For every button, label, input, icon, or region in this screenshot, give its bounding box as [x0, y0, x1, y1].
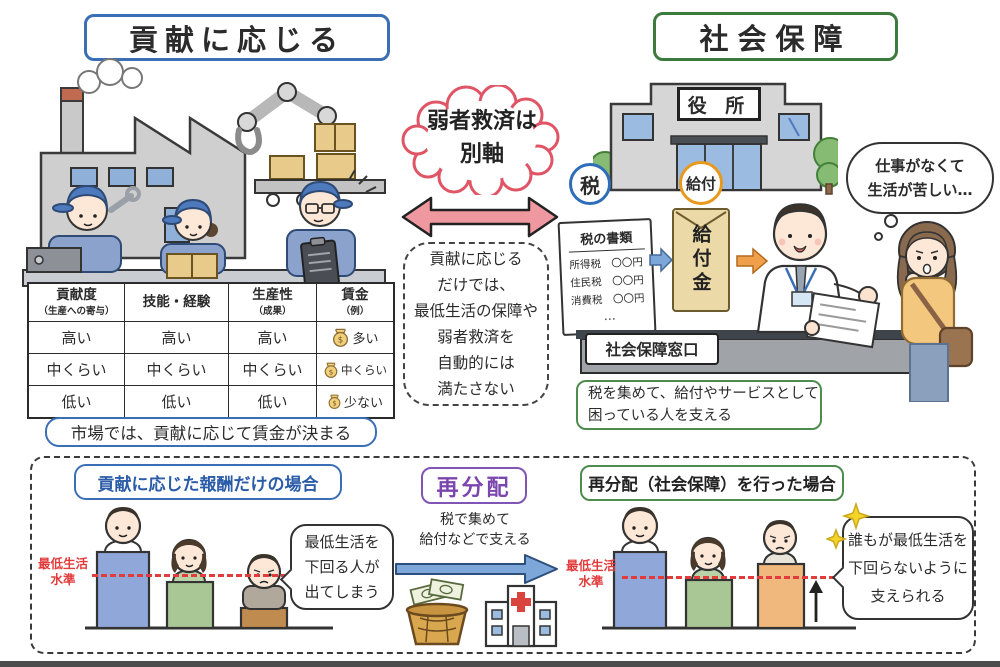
left-title: 貢献に応じる — [128, 22, 345, 57]
min-living-label-left: 最低生活 水準 — [37, 556, 88, 587]
table-header-skill: 技能・経験 — [125, 284, 229, 322]
table-cell: 低い — [125, 386, 229, 417]
counter-top — [576, 330, 946, 339]
thought-bubble-dot — [884, 214, 898, 228]
table-header-wage: 賃金 （例） — [317, 284, 393, 322]
factory-scene-illustration — [22, 58, 386, 289]
table-cell: 中くらい — [125, 354, 229, 386]
market-caption-box: 市場では、貢献に応じて賃金が決まる — [45, 417, 377, 447]
thought-bubble: 仕事がなくて 生活が苦しい… — [846, 142, 994, 214]
min-living-line-right — [622, 576, 844, 579]
svg-text:$: $ — [338, 336, 343, 346]
left-speech-bubble: 最低生活を 下回る人が 出てしまう — [279, 524, 394, 610]
bottom-edge-strip — [0, 661, 1000, 667]
tax-to-benefit-arrow-icon — [649, 247, 674, 273]
tax-badge: 税 — [569, 163, 611, 205]
building-sign: 役 所 — [678, 88, 760, 120]
contribution-table: 貢献度 （生産への寄与） 技能・経験 生産性 （成果） 賃金 （例） 高い 高い… — [27, 282, 395, 419]
cloud-callout — [401, 85, 560, 195]
right-title: 社会保障 — [699, 21, 852, 56]
table-cell: 中くらい — [29, 354, 125, 386]
min-living-label-right: 最低生活 水準 — [565, 558, 616, 589]
bottom-dashed-container — [30, 456, 976, 654]
table-header-productivity: 生産性 （成果） — [229, 284, 317, 322]
left-case-scene-illustration — [85, 507, 333, 630]
table-cell: 高い — [29, 322, 125, 354]
table-cell: 低い — [29, 386, 125, 417]
money-bag-icon: $ — [324, 362, 338, 378]
benefit-envelope: 給付金 — [672, 208, 730, 312]
svg-text:$: $ — [332, 400, 336, 408]
table-cell: 高い — [125, 322, 229, 354]
min-living-line-left — [92, 574, 296, 577]
right-title-box: 社会保障 — [653, 12, 898, 61]
table-cell: 低い — [229, 386, 317, 417]
table-header-contribution: 貢献度 （生産への寄与） — [29, 284, 125, 322]
money-basket-icon — [405, 578, 469, 646]
right-case-label: 再分配（社会保障）を行った場合 — [580, 465, 844, 501]
svg-text:$: $ — [329, 367, 334, 376]
counter-scene-illustration — [756, 203, 974, 402]
right-speech-bubble: 誰もが最低生活を 下回らないように 支えられる — [831, 516, 974, 620]
cloud-text: 弱者救済は 別軸 — [426, 109, 537, 167]
table-cell-wage: $ 多い — [317, 322, 393, 354]
market-caption: 市場では、貢献に応じて賃金が決まる — [70, 424, 352, 443]
table-cell-wage: $ 少ない — [317, 386, 393, 417]
table-cell-wage: $ 中くらい — [317, 354, 393, 386]
middle-note: 貢献に応じる だけでは、 最低生活の保障や 弱者救済を 自動的には 満たさない — [403, 242, 549, 406]
envelope-flap — [675, 211, 727, 230]
welfare-note: 税を集めて、給付やサービスとして 困っている人を支える — [576, 380, 822, 430]
left-case-label: 貢献に応じた報酬だけの場合 — [74, 464, 342, 500]
redistribution-label: 再分配 — [421, 467, 527, 504]
money-bag-icon: $ — [333, 328, 349, 347]
thought-bubble-dot — [874, 232, 883, 241]
sparkles-icon — [826, 502, 871, 551]
both-ends-arrow-icon — [401, 196, 559, 238]
right-case-scene-illustration — [602, 507, 856, 630]
benefit-badge: 給付 — [679, 161, 723, 205]
redistribution-note: 税で集めて 給付などで支える — [419, 512, 531, 548]
redistribution-arrow-icon — [395, 554, 558, 584]
table-cell: 中くらい — [229, 354, 317, 386]
hospital-icon — [484, 584, 558, 648]
tax-document: 税の書類 所得税 〇〇円 住民税 〇〇円 消費税 〇〇円 … — [557, 218, 657, 336]
table-cell: 高い — [229, 322, 317, 354]
money-bag-icon: $ — [328, 394, 341, 409]
welfare-window-label: 社会保障窓口 — [585, 333, 719, 365]
left-title-box: 貢献に応じる — [84, 14, 390, 61]
benefit-to-person-arrow-icon — [736, 247, 769, 275]
